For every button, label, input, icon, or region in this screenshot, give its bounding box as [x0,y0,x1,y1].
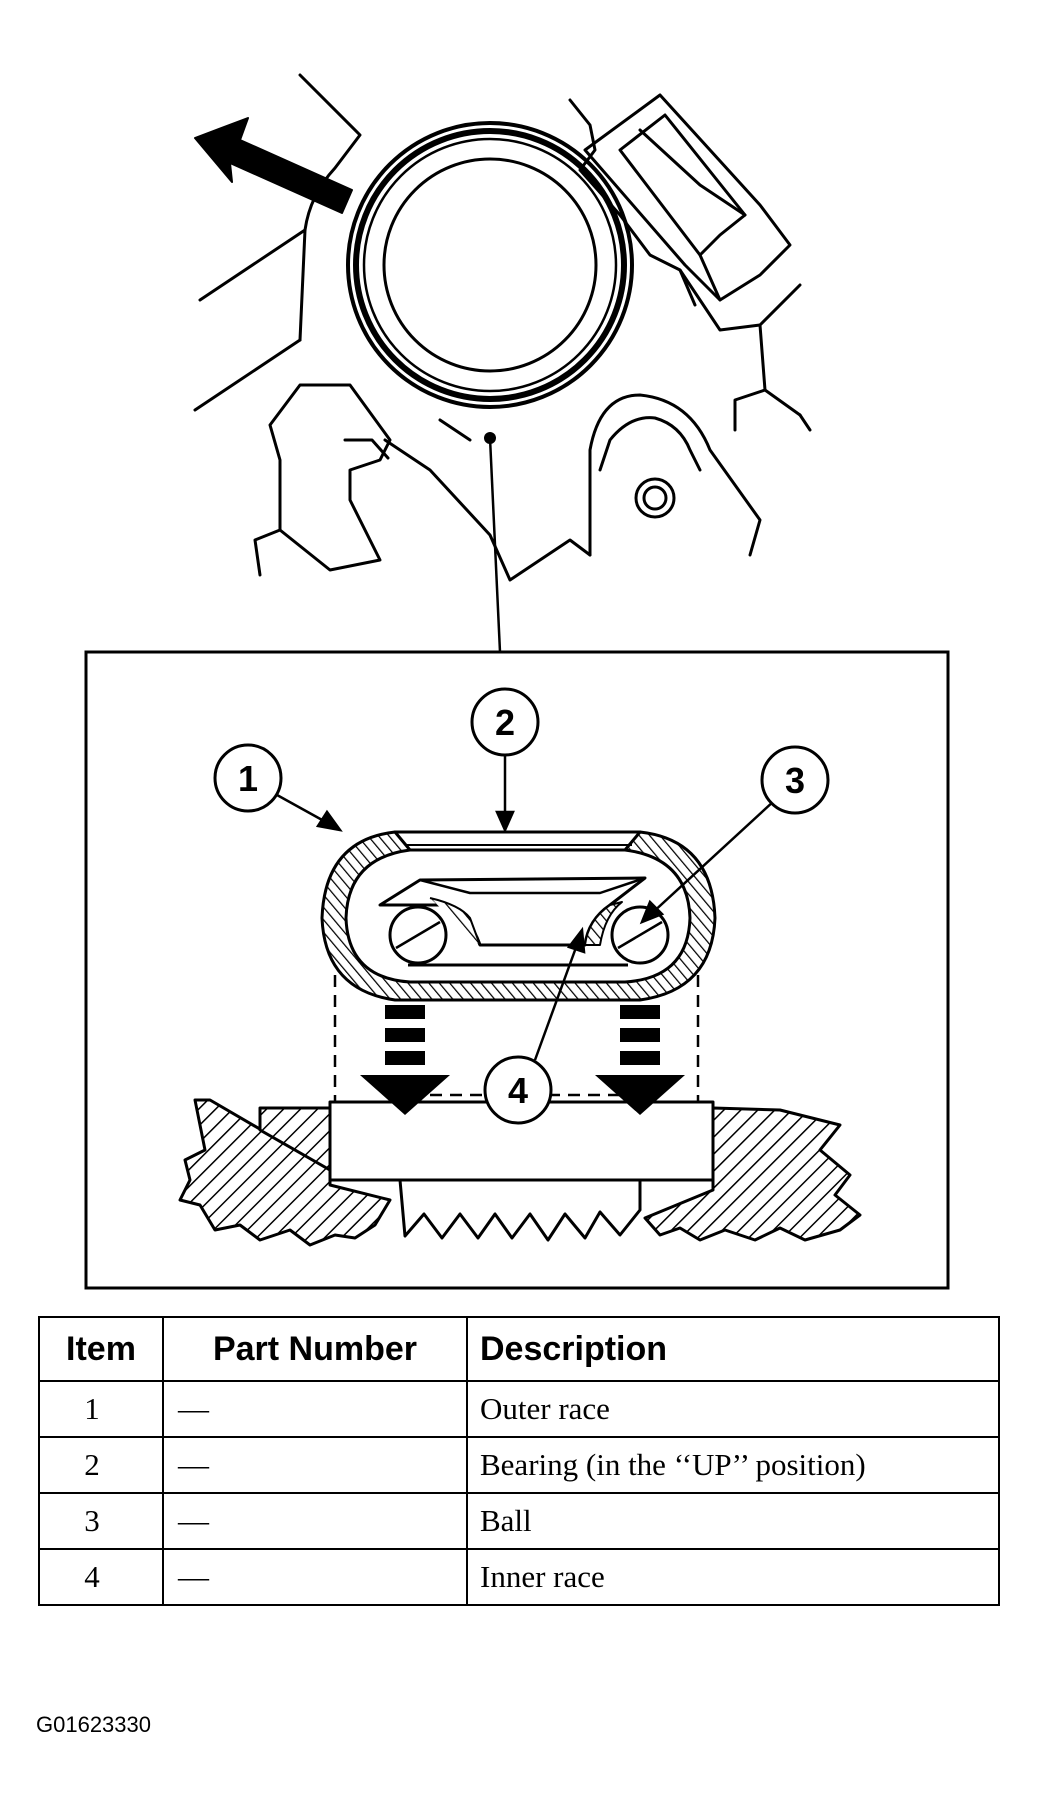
pointer-arrow [194,117,353,214]
down-arrow-left [360,1005,450,1115]
bearing-section [320,830,717,1002]
down-arrow-right [595,1005,685,1115]
callout-1: 1 [213,743,283,813]
callout-leaders [267,756,776,1061]
cell-item: 2 [38,1436,164,1494]
callout-2-label: 2 [495,702,515,743]
leader-line [488,437,502,653]
cell-part-number: — [162,1492,468,1550]
callout-3-label: 3 [785,760,805,801]
table-row: 4 — Inner race [38,1548,1000,1606]
cell-item: 3 [38,1492,164,1550]
bearing-diagram: 1 2 3 4 [84,73,950,1290]
housing-top-view [193,73,812,582]
callout-3: 3 [760,745,830,815]
cell-description: Ball [466,1492,1000,1550]
table-row: 1 — Outer race [38,1380,1000,1438]
header-item: Item [38,1316,164,1382]
header-description: Description [466,1316,1000,1382]
cell-description: Inner race [466,1548,1000,1606]
header-part-number: Part Number [162,1316,468,1382]
table-header-row: Item Part Number Description [38,1316,1000,1382]
bearing-bore [346,121,634,409]
cell-part-number: — [162,1548,468,1606]
callout-4-label: 4 [508,1070,528,1111]
callout-1-label: 1 [238,758,258,799]
install-guides [333,975,700,1102]
table-row: 3 — Ball [38,1492,1000,1550]
cell-description: Bearing (in the ‘‘UP’’ position) [466,1436,1000,1494]
detail-frame [84,650,950,1290]
cell-part-number: — [162,1436,468,1494]
cell-item: 1 [38,1380,164,1438]
callout-4: 4 [483,1055,553,1125]
callout-2: 2 [470,687,540,757]
parts-table: Item Part Number Description 1 — Outer r… [38,1316,1000,1606]
cell-description: Outer race [466,1380,1000,1438]
cell-part-number: — [162,1380,468,1438]
table-row: 2 — Bearing (in the ‘‘UP’’ position) [38,1436,1000,1494]
figure-code: G01623330 [36,1712,151,1737]
cell-item: 4 [38,1548,164,1606]
